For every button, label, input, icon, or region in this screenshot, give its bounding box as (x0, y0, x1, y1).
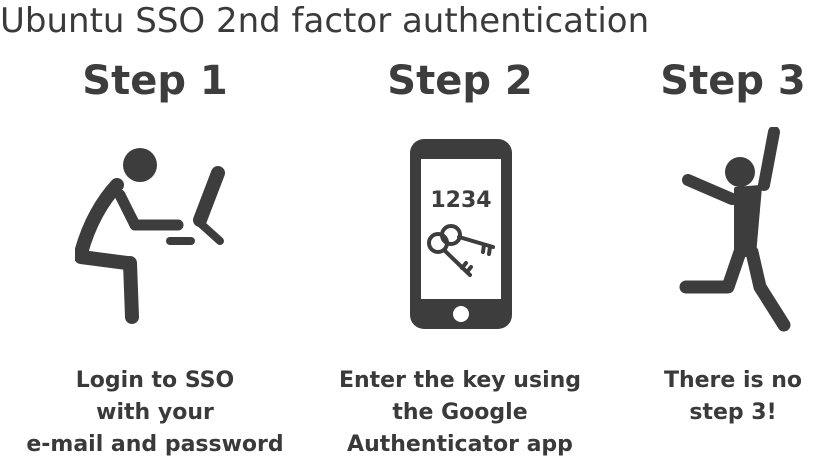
phone-code: 1234 (430, 188, 492, 213)
step-2-description-line: the Google (392, 400, 528, 425)
step-3: Step 3 There is no step 3! (648, 55, 818, 425)
step-2-description-line: Enter the key using (338, 368, 582, 393)
page-title: Ubuntu SSO 2nd factor authentication (0, 1, 650, 41)
step-1-description-line: e-mail and password (26, 432, 284, 457)
step-3-description-line: step 3! (689, 400, 777, 425)
step-3-heading: Step 3 (660, 58, 806, 104)
step-1: Step 1 Login to SSO with your e-mail and… (25, 55, 285, 457)
jumping-person-icon (679, 127, 791, 332)
step-1-description-line: with your (96, 400, 214, 425)
step-2-heading: Step 2 (387, 58, 533, 104)
step-3-description: There is no step 3! (648, 365, 818, 429)
smartphone-with-keys-icon (410, 139, 512, 329)
step-2-description-line: Authenticator app (347, 432, 573, 457)
step-2-description: Enter the key using the Google Authentic… (320, 365, 600, 461)
step-1-description: Login to SSO with your e-mail and passwo… (25, 365, 285, 461)
person-at-computer-icon (75, 148, 225, 324)
step-1-heading: Step 1 (82, 58, 228, 104)
step-1-description-line: Login to SSO (75, 368, 235, 393)
step-3-description-line: There is no (663, 368, 803, 393)
step-2: Step 2 1234 Enter the key using the Goog… (320, 55, 600, 457)
